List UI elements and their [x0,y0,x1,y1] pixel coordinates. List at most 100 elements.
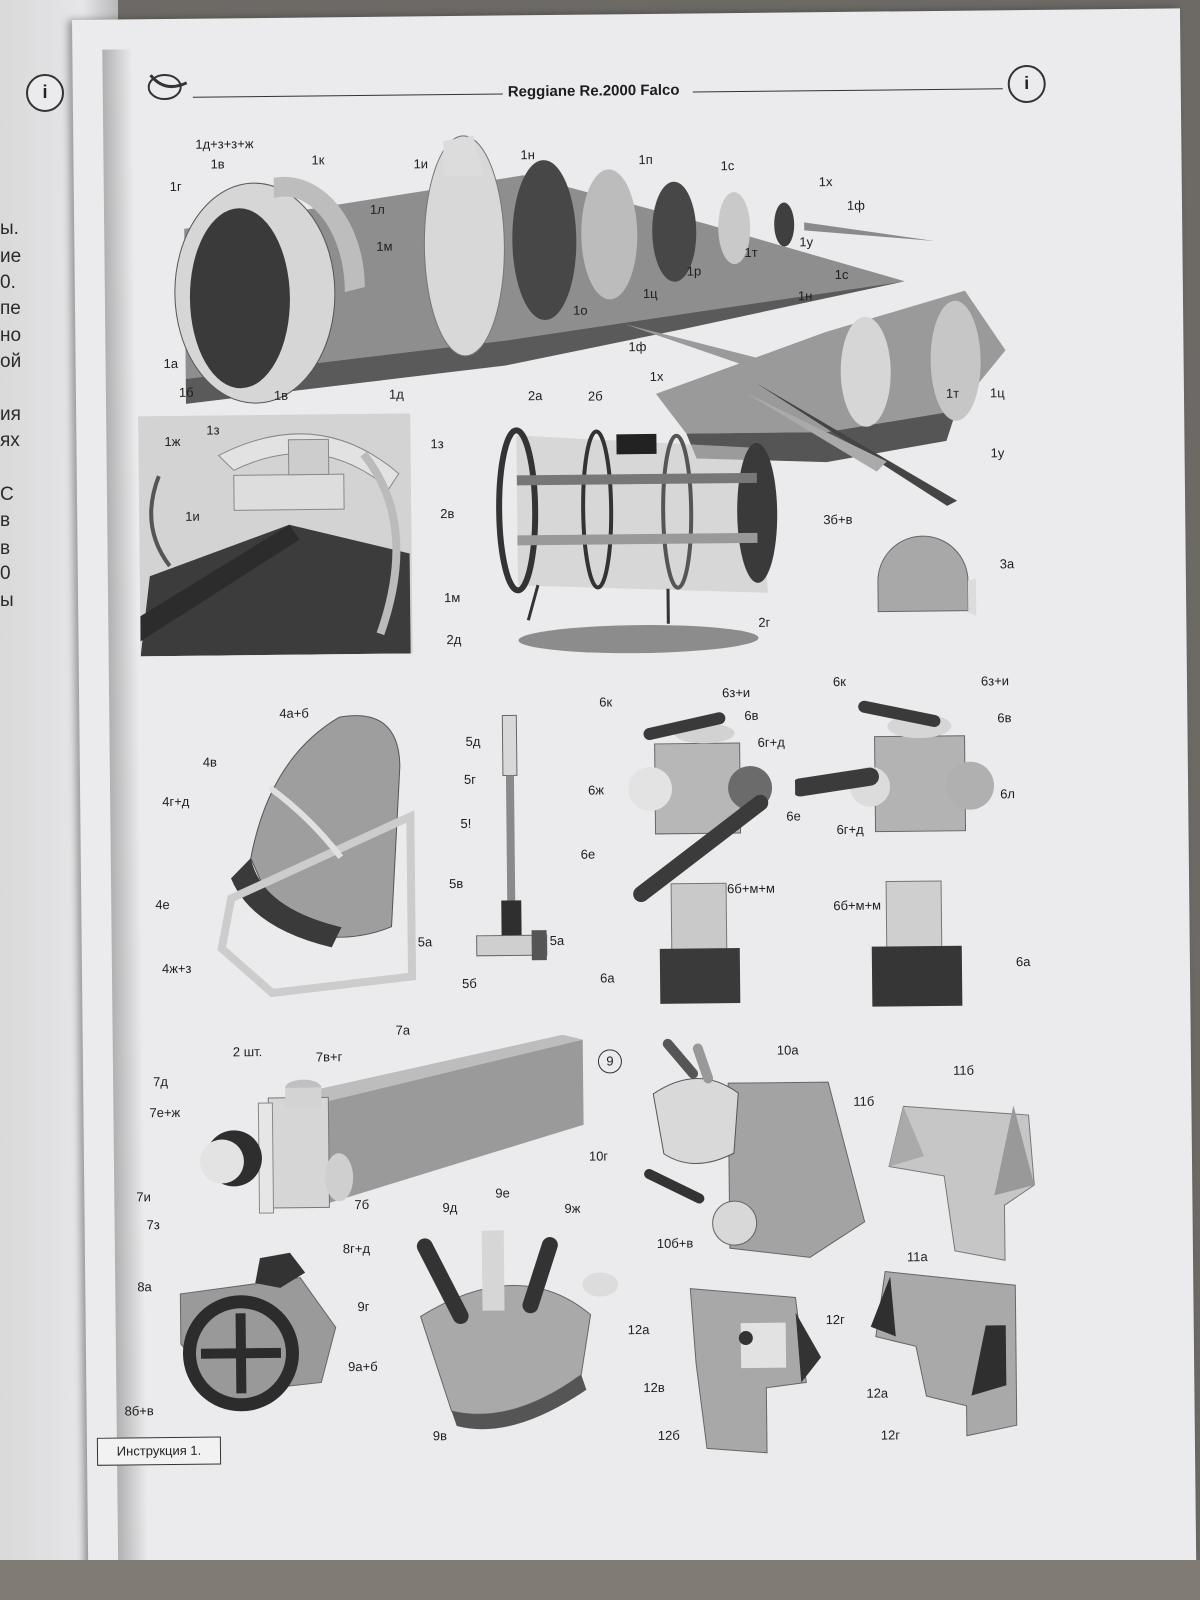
callout-1p: 1п [638,151,653,168]
page-title: Reggiane Re.2000 Falco [507,81,680,101]
callout-6l-b: 6л [1000,786,1016,802]
callout-4a-b: 4а+б [279,705,309,721]
callout-6z-i-b: 6з+и [980,673,1010,689]
callout-4g-d: 4г+д [162,793,190,810]
logo-icon [147,74,188,101]
callout-2b: 2б [587,388,603,404]
callout-7e-zh: 7е+ж [149,1104,181,1121]
callout-7a: 7а [395,1022,411,1038]
callout-6v-b: 6в [997,710,1012,726]
callout-1d-z-z-zh: 1д+з+з+ж [195,136,254,152]
callout-1kh: 1х [818,174,833,190]
callout-1f-rear: 1ф [628,339,647,355]
callout-5a-left: 5а [417,934,433,950]
callout-1ts-rear: 1ц [989,385,1005,401]
callout-12g-left: 12г [825,1311,845,1328]
callout-1u-rear: 1у [990,445,1005,461]
callout-7i: 7и [136,1189,151,1205]
left-text-11: 0 [0,563,11,584]
callout-12v: 12в [643,1379,665,1396]
callout-1a: 1а [163,355,179,372]
callout-6v-a: 6в [744,707,759,723]
cockpit-detail-drawing [138,413,413,657]
callout-1s: 1с [720,158,735,174]
left-text-4: но [0,325,22,346]
callout-1v-bottom: 1в [273,387,289,403]
callout-1b: 1б [178,384,194,400]
callout-11a: 11а [906,1249,928,1265]
control-stick-diagram [476,714,548,961]
trim-wheel-diagram [179,1252,337,1412]
info-icon: i [1007,64,1046,104]
half-disc-part-diagram [877,535,977,616]
fuselage-frame-diagram [174,135,935,404]
table-background [0,1560,1200,1600]
callout-2g: 2г [758,614,771,630]
callout-6g-d-a: 6г+д [757,734,785,750]
left-text-9: в [0,510,11,531]
callout-9d: 9д [442,1200,458,1216]
callout-9e: 9е [495,1185,510,1201]
callout-1ts: 1ц [642,285,658,302]
throttle-assembly-b-diagram [794,700,995,1007]
left-text-5: ой [0,351,22,372]
callout-1v: 1в [210,156,225,172]
left-text-2: 0. [0,272,16,293]
callout-1t: 1т [744,244,758,260]
callout-5b: 5б [462,975,477,991]
header-rule-right [692,88,1003,93]
callout-7b: 7б [354,1196,370,1213]
callout-4zh-z: 4ж+з [161,960,192,977]
rear-fuselage-diagram [625,290,1006,506]
callout-7v-g: 7в+г [315,1049,343,1065]
callout-6k-b: 6к [832,673,846,690]
callout-6e-a: 6е [580,846,596,862]
callout-1zh: 1ж [164,433,181,450]
callout-1n-rear: 1н [797,288,813,304]
callout-8b-v: 8б+в [124,1403,154,1419]
callout-1m: 1м [376,238,393,254]
page-gutter-shadow [102,49,149,1570]
cockpit-detail-panel [138,413,413,657]
cockpit-cage-diagram [496,427,778,654]
callout-8g-d: 8г+д [342,1240,371,1257]
callout-8a: 8а [137,1279,152,1295]
callout-9g: 9г [357,1298,370,1315]
callout-9-circle: 9 [597,1049,623,1074]
left-text-0: ы. [0,218,19,239]
callout-2a: 2а [527,388,543,404]
callout-5-excl: 5! [460,815,472,831]
callout-1n: 1н [520,147,535,163]
callout-10a: 10а [776,1042,799,1058]
callout-6k-a: 6к [599,694,613,710]
left-text-8: С [0,484,14,505]
instruction-page: Reggiane Re.2000 Falco i 1д+з+з+ж 1в 1к … [72,8,1197,1575]
callout-4v: 4в [202,754,217,770]
instruction-footer-label: Инструкция 1. [96,1436,222,1466]
callout-2v: 2в [440,506,455,522]
callout-6a-b: 6а [1015,954,1031,970]
callout-9zh: 9ж [564,1200,581,1216]
callout-1i-detail: 1и [185,508,200,524]
callout-12g-right: 12г [880,1427,901,1443]
callout-4e: 4е [155,897,170,913]
left-text-7: ях [0,430,20,451]
callout-9a-b: 9а+б [348,1358,378,1375]
left-text-12: ы [0,590,14,611]
callout-1d: 1д [388,386,404,402]
callout-11b-right: 11б [952,1062,975,1078]
callout-6g-d-b: 6г+д [836,821,864,838]
panel-part-12b-diagram [870,1271,1018,1437]
callout-1g: 1г [169,178,182,194]
panel-part-12a-diagram [689,1288,822,1454]
callout-7d: 7д [153,1074,169,1090]
callout-1z-b: 1з [430,436,444,452]
left-text-3: пе [0,298,21,319]
callout-6e-b: 6е [786,808,801,824]
gun-assembly-diagram [199,1034,584,1214]
callout-6zh-a: 6ж [588,782,605,798]
throttle-box-diagram [644,1038,866,1258]
callout-3b-v: 3б+в [823,511,853,528]
callout-11b-left: 11б [853,1093,875,1109]
callout-12b: 12б [657,1427,680,1443]
